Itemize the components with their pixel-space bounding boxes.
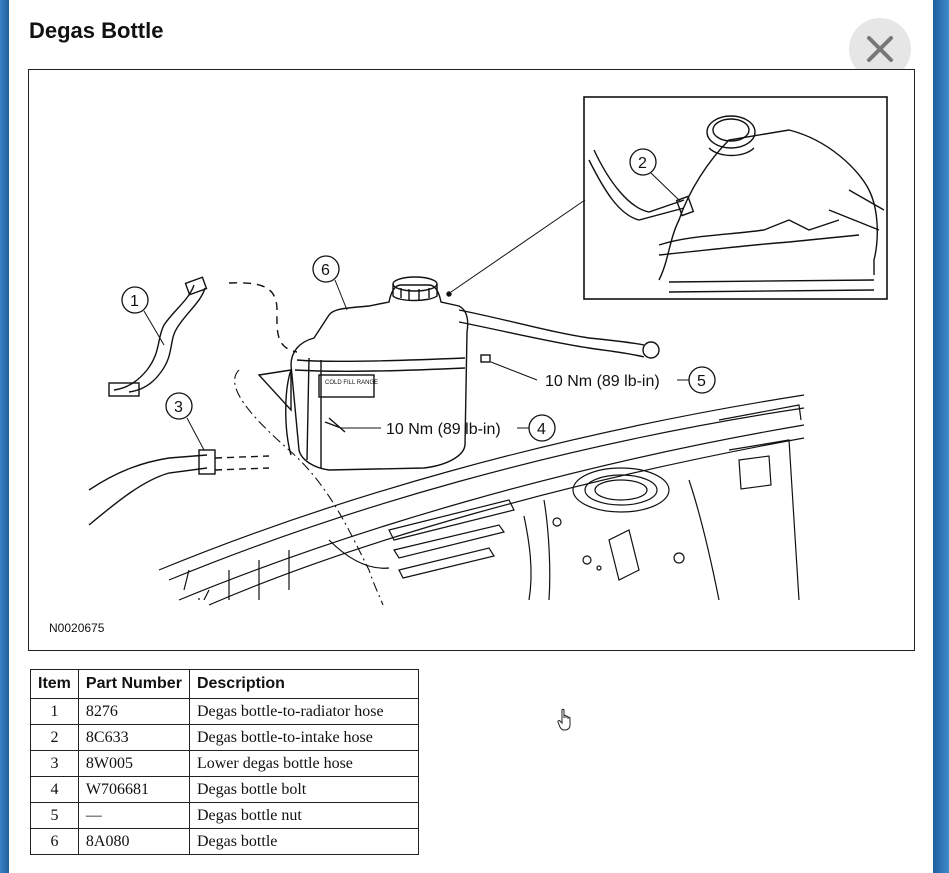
cell-description: Degas bottle nut (188, 802, 419, 829)
cell-description: Degas bottle-to-radiator hose (188, 698, 419, 725)
callout-5: 5 (490, 361, 716, 394)
inset-detail-frame (583, 96, 888, 300)
table-header-row: Item Part Number Description (30, 669, 419, 699)
svg-text:1: 1 (130, 293, 139, 310)
callout-4: 4 (341, 414, 556, 442)
hose-1-drawing (108, 276, 298, 397)
table-row: 3 8W005 Lower degas bottle hose (30, 750, 419, 777)
svg-text:2: 2 (638, 155, 647, 172)
callout-3: 3 (165, 392, 205, 451)
torque-label-item4: 10 Nm (89 lb-in) (386, 421, 501, 438)
hose-2-drawing (458, 309, 660, 359)
cell-description: Degas bottle-to-intake hose (188, 724, 419, 751)
cell-item: 1 (30, 698, 79, 725)
window-frame-left (0, 0, 9, 873)
cell-part-number: 8W005 (77, 750, 190, 777)
dialog-title: Degas Bottle (29, 18, 164, 43)
table-row: 1 8276 Degas bottle-to-radiator hose (30, 698, 419, 725)
figure-id: N0020675 (49, 621, 105, 635)
hose-3-drawing (88, 449, 270, 526)
inset-detail-drawing (588, 115, 885, 293)
table-row: 6 8A080 Degas bottle (30, 828, 419, 855)
svg-text:6: 6 (321, 262, 330, 279)
callout-6: 6 (312, 255, 348, 311)
cell-part-number: 8276 (77, 698, 190, 725)
cell-part-number: W706681 (77, 776, 190, 803)
cell-description: Degas bottle bolt (188, 776, 419, 803)
bottle-cold-fill-text: COLD FILL RANGE (325, 380, 378, 386)
callout-2: 2 (629, 148, 682, 203)
column-header-description: Description (188, 669, 419, 699)
table-row: 4 W706681 Degas bottle bolt (30, 776, 419, 803)
torque-label-item5: 10 Nm (89 lb-in) (545, 373, 660, 390)
cell-description: Degas bottle (188, 828, 419, 855)
cell-item: 5 (30, 802, 79, 829)
parts-diagram: COLD FILL RANGE (28, 69, 915, 651)
svg-text:4: 4 (537, 421, 546, 438)
table-row: 2 8C633 Degas bottle-to-intake hose (30, 724, 419, 751)
cell-item: 3 (30, 750, 79, 777)
svg-text:5: 5 (697, 373, 706, 390)
hand-pointer-icon (557, 708, 575, 737)
cell-part-number: 8A080 (77, 828, 190, 855)
cell-item: 2 (30, 724, 79, 751)
svg-text:3: 3 (174, 399, 183, 416)
cell-part-number: — (77, 802, 190, 829)
degas-bottle-drawing: COLD FILL RANGE (257, 276, 469, 471)
dialog: Degas Bottle (9, 0, 933, 873)
column-header-part-number: Part Number (77, 669, 190, 699)
window-frame-right (933, 0, 949, 873)
column-header-item: Item (30, 669, 79, 699)
table-row: 5 — Degas bottle nut (30, 802, 419, 829)
cell-item: 6 (30, 828, 79, 855)
cell-description: Lower degas bottle hose (188, 750, 419, 777)
callout-1: 1 (121, 286, 165, 346)
cell-item: 4 (30, 776, 79, 803)
parts-table: Item Part Number Description 1 8276 Dega… (30, 669, 419, 855)
cell-part-number: 8C633 (77, 724, 190, 751)
vehicle-structure-drawing (158, 394, 805, 606)
close-icon (867, 36, 893, 62)
